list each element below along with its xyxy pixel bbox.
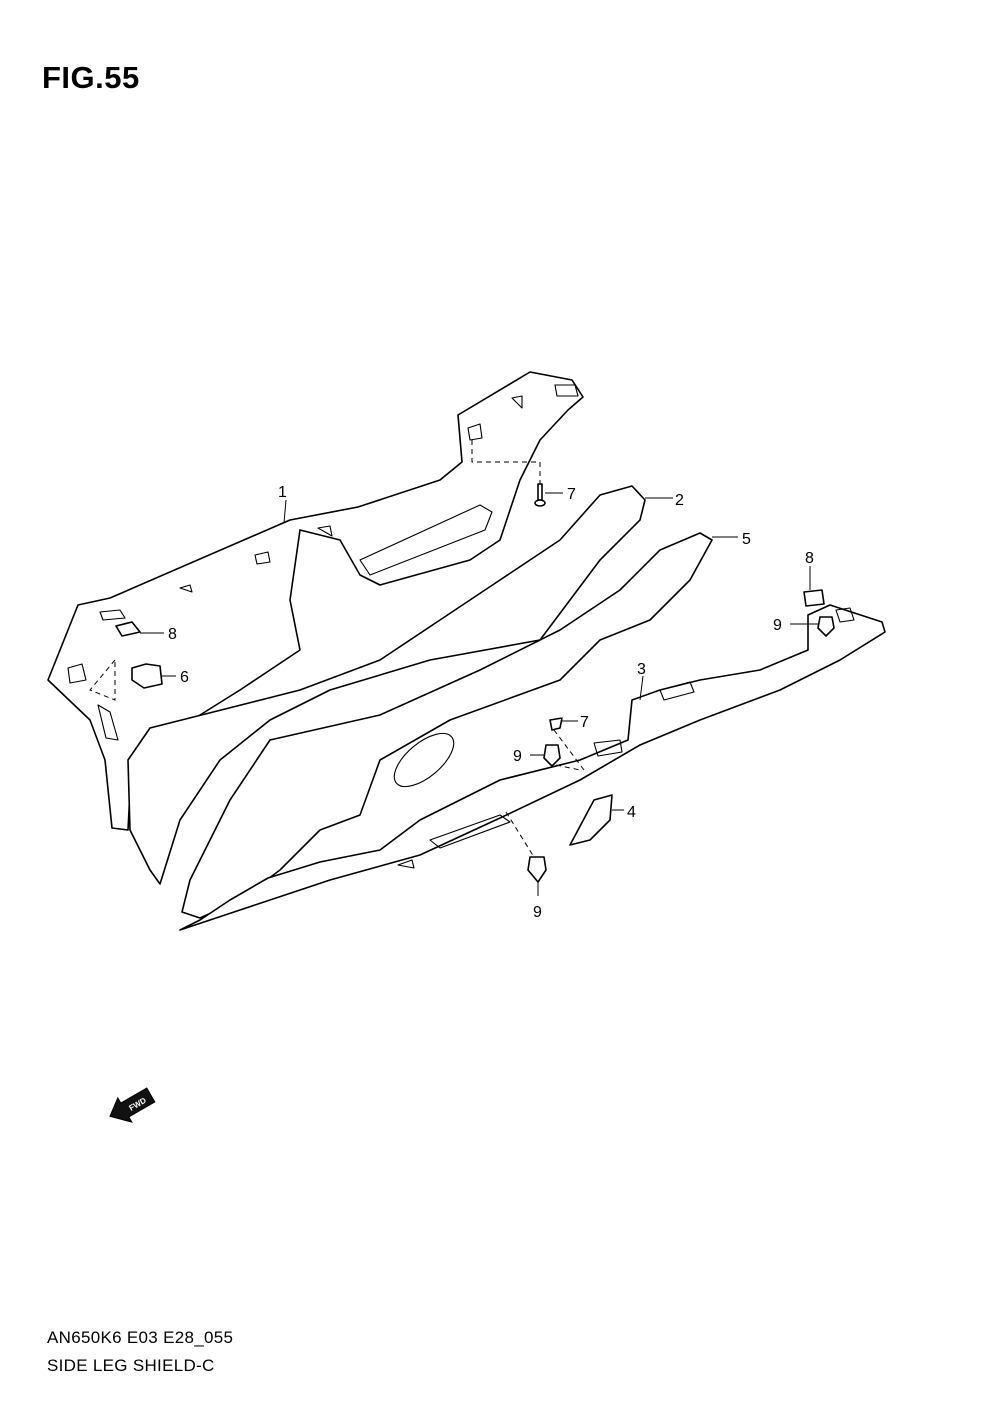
callout-9-mid: 9 [513,748,522,765]
figure-name: SIDE LEG SHIELD-C [47,1356,215,1375]
callout-4: 4 [627,804,636,821]
part-4-small-cover [569,794,613,846]
callout-8-left: 8 [168,626,177,643]
part-8-nut-left [115,621,141,637]
part-3-lower-cover [179,604,886,931]
part-9-fastener-right [817,616,835,637]
model-code: AN650K6 E03 E28_055 [47,1328,234,1347]
callout-9-bottom: 9 [533,904,542,921]
part-8-nut-right [803,589,825,607]
part-7-screw-upper [534,483,546,507]
part-9-fastener-bottom [527,856,547,883]
assembly-dashed-lines [89,440,585,858]
figure-title: FIG.55 [42,60,140,95]
callout-7-lower: 7 [580,714,589,731]
callout-7-upper: 7 [567,486,576,503]
leader-lines [140,492,818,896]
callout-9-right: 9 [773,617,782,634]
callout-6: 6 [180,669,189,686]
callout-3: 3 [637,661,646,678]
part-7-screw-lower [549,717,563,731]
part-6-clip [131,663,163,689]
callout-1: 1 [278,484,287,501]
part-5-inner-panel [181,532,713,919]
callout-5: 5 [742,531,751,548]
fwd-arrow-icon: FWD [109,1087,156,1123]
part-9-fastener-mid [543,744,561,767]
part-2-side-panel [127,485,646,885]
callout-2: 2 [675,492,684,509]
callout-8-right: 8 [805,550,814,567]
